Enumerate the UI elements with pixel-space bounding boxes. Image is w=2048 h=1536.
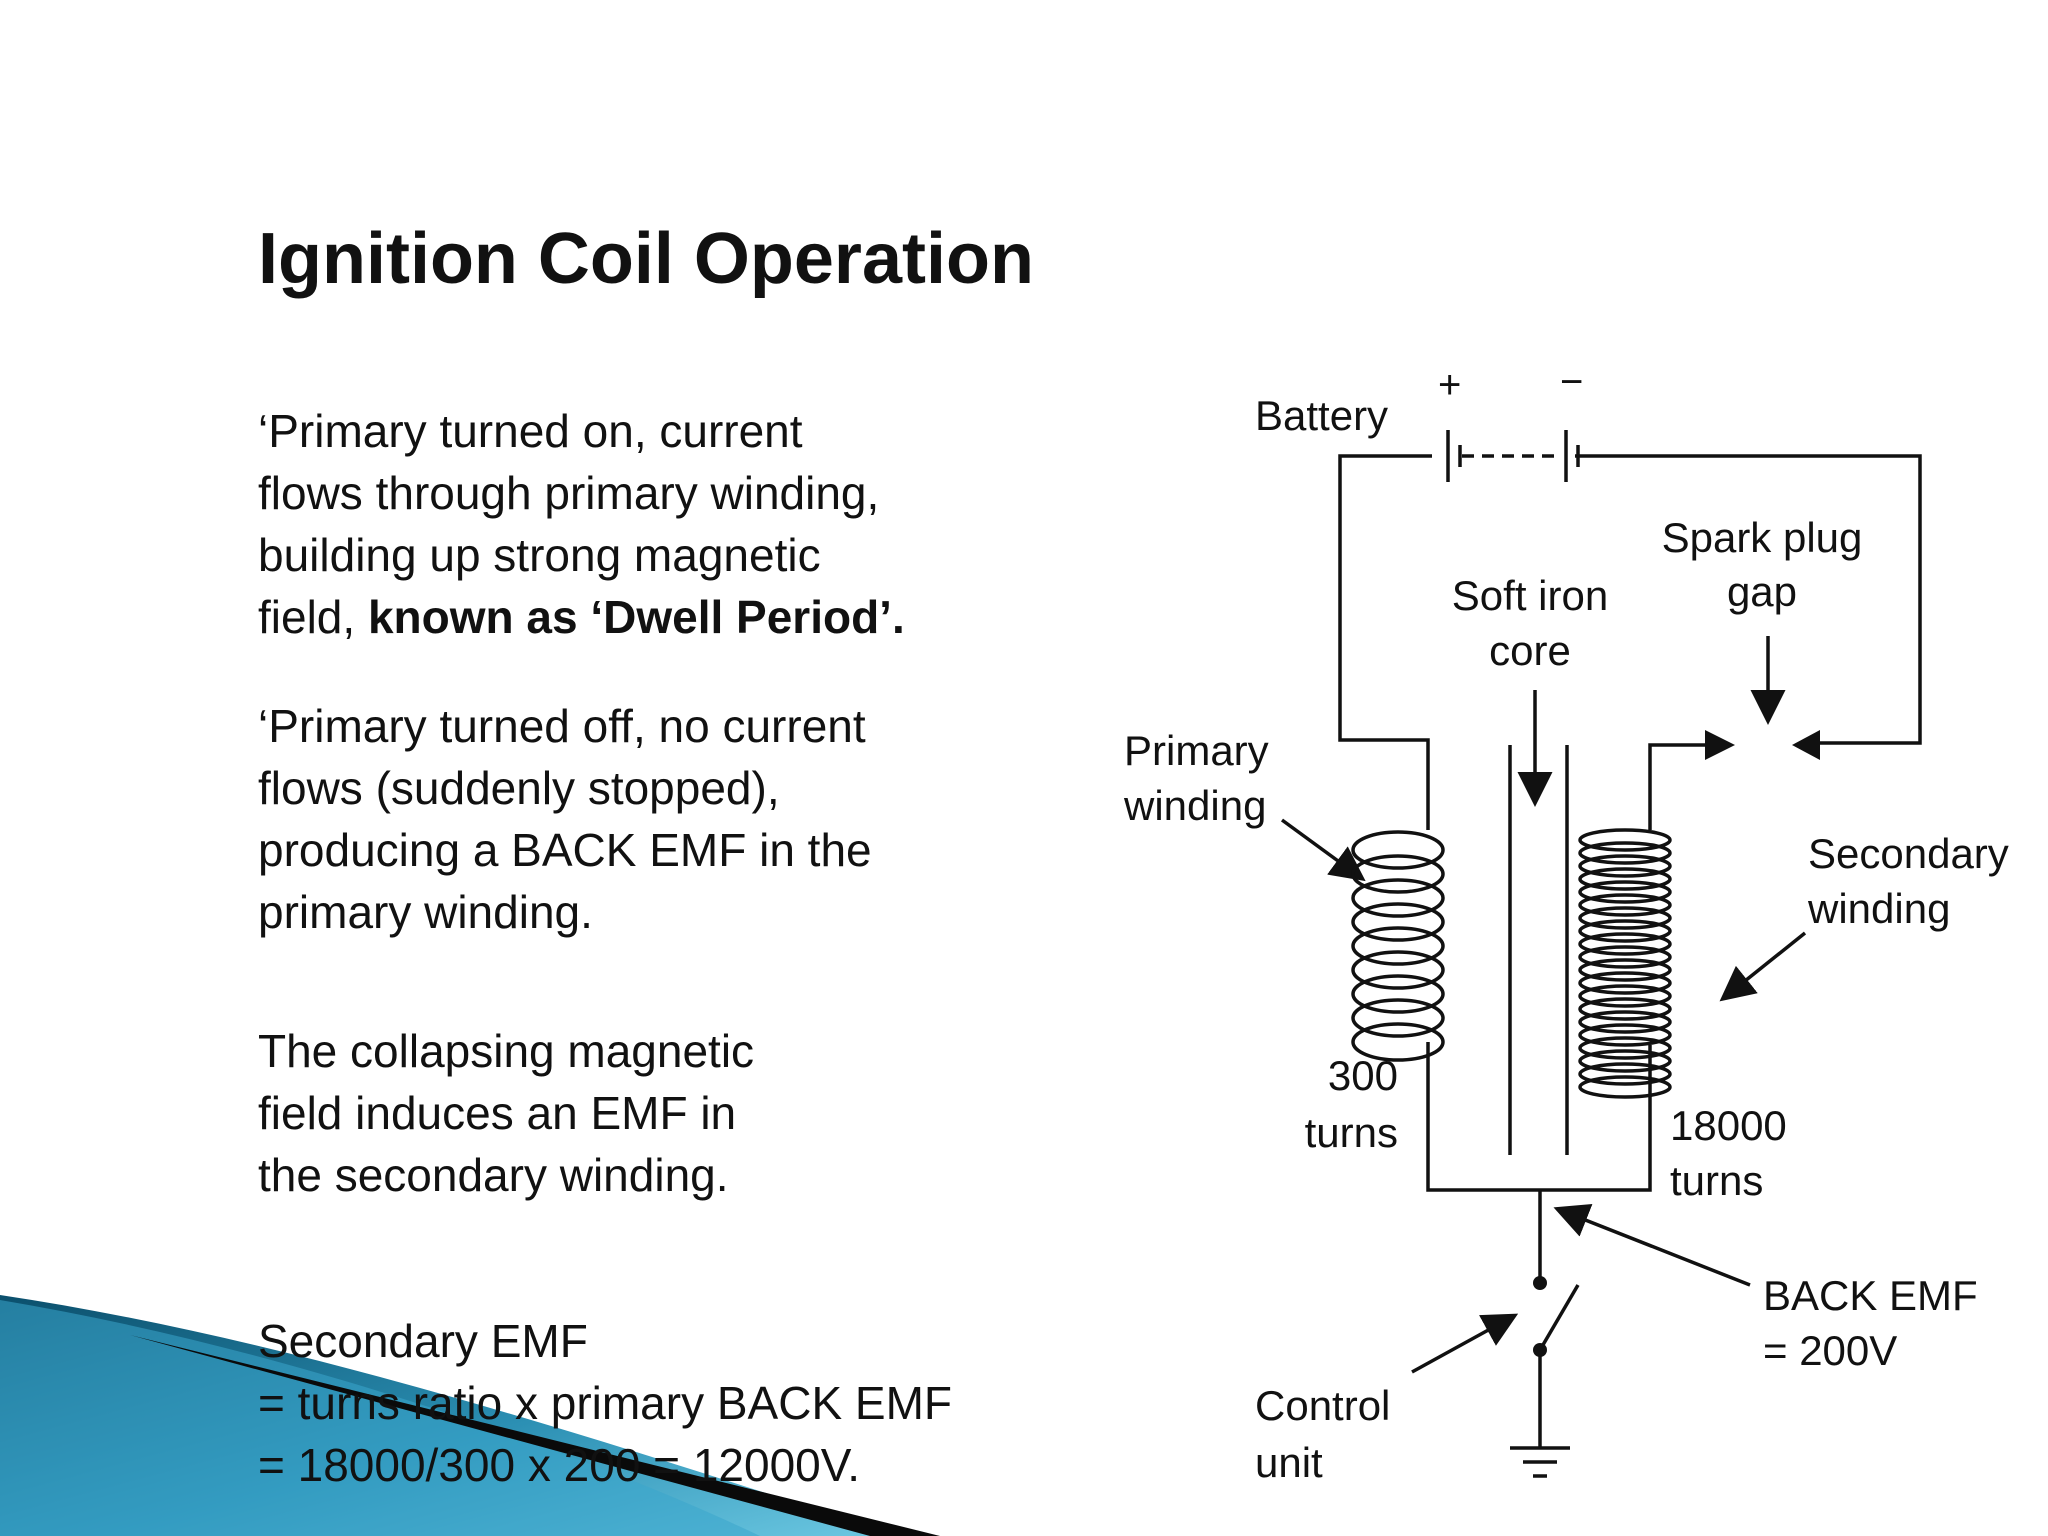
- coil-turn: [1351, 950, 1445, 990]
- coil-turn: [1578, 828, 1672, 852]
- paragraph-back-emf: ‘Primary turned off, no current flows (s…: [258, 695, 1058, 943]
- back-emf-label-2: = 200V: [1763, 1327, 1897, 1374]
- coil-turn: [1578, 932, 1672, 956]
- battery-label: Battery: [1255, 392, 1388, 439]
- coil-turn: [1578, 1010, 1672, 1034]
- text-line: ‘Primary turned on, current: [258, 405, 803, 457]
- secondary-top-wire: [1648, 743, 1705, 830]
- coil-turn: [1578, 1023, 1672, 1047]
- primary-winding-label-1: Primary: [1124, 727, 1269, 774]
- switch-contact-bottom: [1533, 1343, 1547, 1357]
- coil-turn: [1578, 854, 1672, 878]
- coil-turn: [1578, 971, 1672, 995]
- text-line: field induces an EMF in: [258, 1087, 737, 1139]
- primary-winding-arrow: [1280, 818, 1366, 882]
- text-line: the secondary winding.: [258, 1149, 729, 1201]
- spark-electrode-right: [1792, 730, 1820, 760]
- coil-turn: [1578, 1075, 1672, 1099]
- battery-right-wire: [1575, 454, 1922, 745]
- coil-turn: [1351, 998, 1445, 1038]
- coil-turn: [1351, 854, 1445, 894]
- spark-plug-label-2: gap: [1727, 568, 1797, 615]
- secondary-winding-label-2: winding: [1807, 885, 1950, 932]
- coil-turn: [1578, 997, 1672, 1021]
- text-line: flows (suddenly stopped),: [258, 762, 780, 814]
- text-line: building up strong magnetic: [258, 529, 821, 581]
- coil-turn: [1578, 1036, 1672, 1060]
- text-line: flows through primary winding,: [258, 467, 880, 519]
- coil-turn: [1578, 1049, 1672, 1073]
- coil-turn: [1578, 867, 1672, 891]
- control-unit-label-1: Control: [1255, 1382, 1390, 1429]
- text-line: producing a BACK EMF in the: [258, 824, 872, 876]
- plus-sign: +: [1438, 363, 1461, 407]
- back-emf-arrow: [1553, 1204, 1751, 1287]
- text-line: The collapsing magnetic: [258, 1025, 755, 1077]
- slide-title: Ignition Coil Operation: [258, 219, 1034, 299]
- coil-turn: [1351, 974, 1445, 1014]
- soft-iron-label-1: Soft iron: [1452, 572, 1608, 619]
- paragraph-secondary-emf: Secondary EMF = turns ratio x primary BA…: [258, 1310, 1058, 1496]
- coil-turn: [1578, 984, 1672, 1008]
- secondary-winding-arrow: [1719, 931, 1807, 1002]
- minus-sign: −: [1560, 360, 1583, 404]
- primary-coil: [1351, 830, 1445, 1062]
- coil-turn: [1578, 893, 1672, 917]
- coil-turn: [1351, 902, 1445, 942]
- battery-cell-1: [1446, 430, 1462, 482]
- coil-turn: [1578, 945, 1672, 969]
- secondary-winding-label-1: Secondary: [1808, 830, 2009, 877]
- switch-blade: [1538, 1284, 1580, 1351]
- battery-cell-2: [1564, 430, 1580, 482]
- primary-winding-label-2: winding: [1123, 782, 1266, 829]
- secondary-turns-label-1: 18000: [1670, 1102, 1787, 1149]
- control-unit-label-2: unit: [1255, 1439, 1323, 1486]
- coil-turn: [1578, 880, 1672, 904]
- coil-turn: [1578, 919, 1672, 943]
- control-unit-arrow: [1411, 1313, 1519, 1374]
- coil-turn: [1351, 830, 1445, 870]
- spark-electrode-left: [1705, 730, 1735, 760]
- paragraph-dwell-period: ‘Primary turned on, current flows throug…: [258, 400, 1058, 648]
- back-emf-label-1: BACK EMF: [1763, 1272, 1978, 1319]
- spark-plug-label-1: Spark plug: [1662, 514, 1863, 561]
- text-line: ‘Primary turned off, no current: [258, 700, 866, 752]
- text-line: = turns ratio x primary BACK EMF: [258, 1377, 952, 1429]
- coil-turn: [1351, 1022, 1445, 1062]
- secondary-coil: [1578, 828, 1672, 1099]
- secondary-turns-label-2: turns: [1670, 1157, 1763, 1204]
- text-plain: field,: [258, 591, 368, 643]
- coil-turn: [1351, 878, 1445, 918]
- text-line: field, known as ‘Dwell Period’.: [258, 586, 1058, 648]
- text-line: Secondary EMF: [258, 1315, 588, 1367]
- primary-turns-label-2: turns: [1305, 1109, 1398, 1156]
- coil-turn: [1578, 958, 1672, 982]
- coil-turn: [1578, 906, 1672, 930]
- paragraph-collapsing-field: The collapsing magnetic field induces an…: [258, 1020, 1058, 1206]
- text-bold: known as ‘Dwell Period’.: [367, 591, 905, 643]
- ground-symbol: [1510, 1446, 1570, 1478]
- soft-iron-core: [1508, 745, 1569, 1155]
- text-line: primary winding.: [258, 886, 593, 938]
- text-line: = 18000/300 x 200 = 12000V.: [258, 1439, 860, 1491]
- primary-left-wire: [1338, 454, 1432, 830]
- coil-turn: [1578, 841, 1672, 865]
- coil-turn: [1578, 1062, 1672, 1086]
- soft-iron-label-2: core: [1489, 627, 1571, 674]
- switch-contact-top: [1533, 1276, 1547, 1290]
- primary-turns-label-1: 300: [1328, 1052, 1398, 1099]
- coil-turn: [1351, 926, 1445, 966]
